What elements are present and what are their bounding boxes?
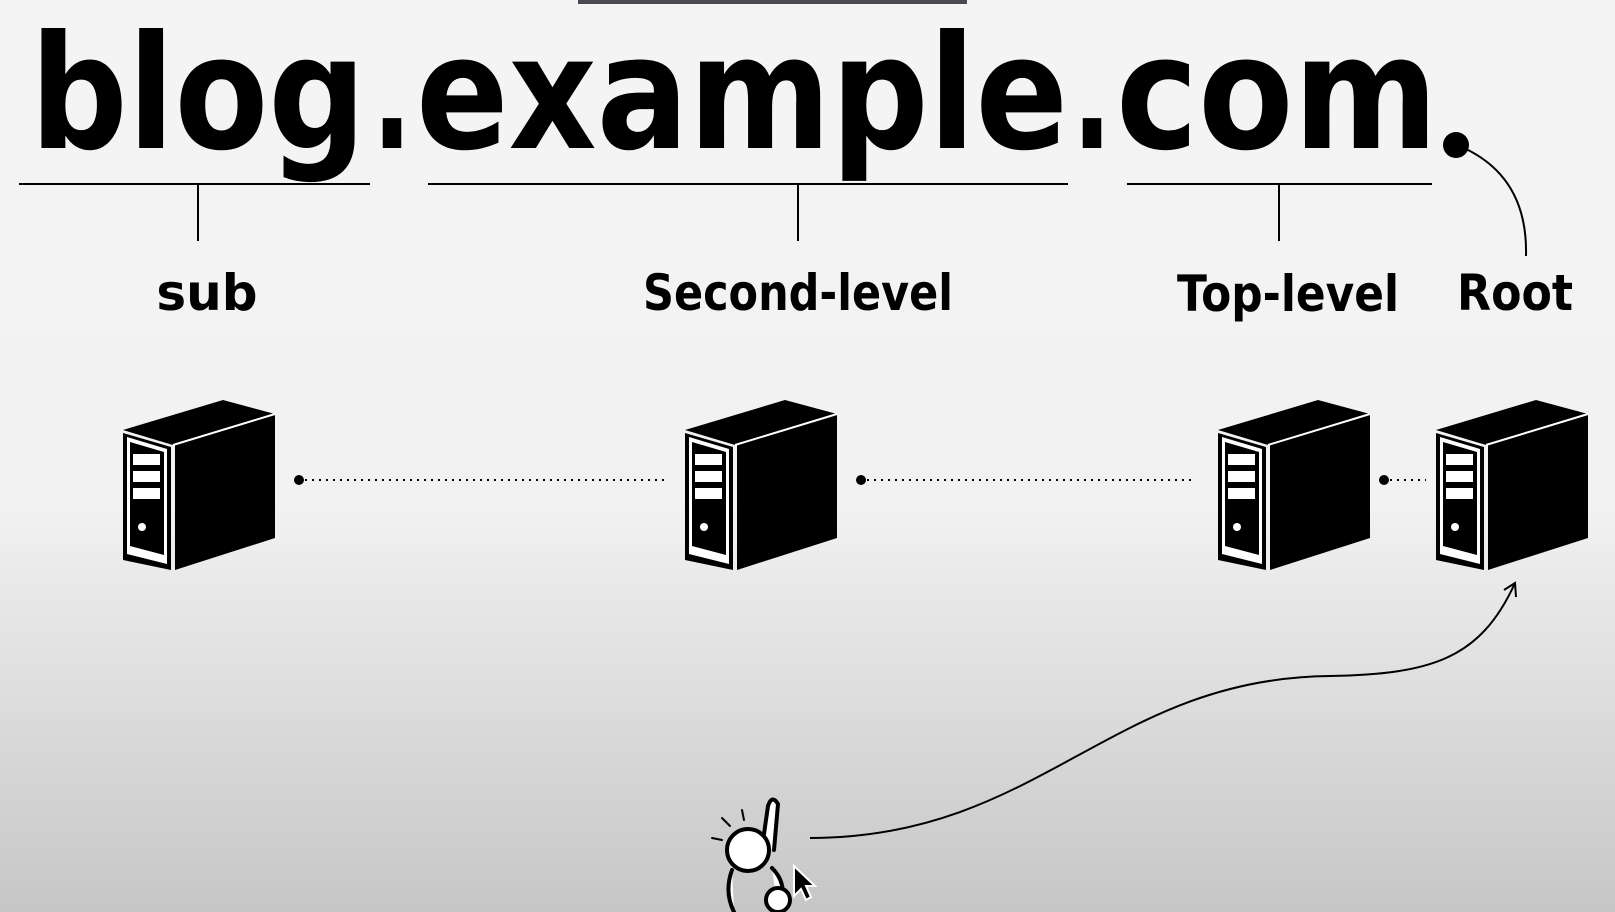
arrowhead-icon: [1503, 581, 1517, 598]
subdomain-part: blog: [30, 2, 366, 186]
top-level-part: com: [1116, 2, 1438, 186]
root-dot: [1443, 132, 1469, 158]
label-sub: sub: [156, 264, 257, 322]
sub-server-icon: [122, 399, 276, 571]
bracket-second-level: [428, 183, 1068, 241]
person-raising-hand-icon: [711, 797, 792, 912]
label-second-level: Second-level: [643, 264, 953, 322]
top-bar: [578, 0, 967, 4]
second-level-server-icon: [684, 399, 838, 571]
bracket-top-level: [1127, 183, 1432, 241]
dot-separator: .: [372, 2, 412, 186]
domain-name: blog . example . com: [30, 2, 1438, 186]
label-top-level: Top-level: [1177, 265, 1399, 323]
bracket-sub: [19, 183, 370, 241]
label-root: Root: [1457, 264, 1573, 322]
root-connector-curve: [1463, 147, 1528, 257]
root-server-icon: [1435, 399, 1589, 571]
connector-top-root: [1379, 475, 1426, 485]
query-arrow: [809, 582, 1516, 839]
top-level-server-icon: [1217, 399, 1371, 571]
connector-second-top: [856, 475, 1194, 485]
mouse-pointer-icon: [793, 863, 818, 902]
second-level-part: example: [416, 2, 1068, 186]
connector-sub-second: [294, 475, 668, 485]
dot-separator: .: [1072, 2, 1112, 186]
